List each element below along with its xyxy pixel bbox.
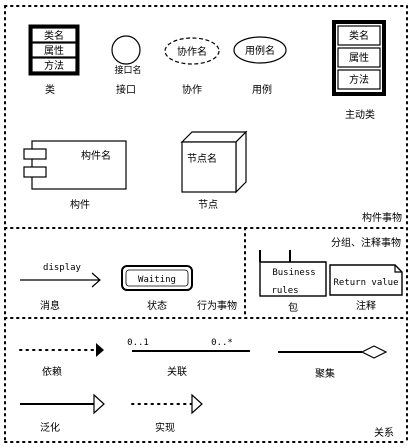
realization-caption: 实现 [155,421,175,434]
association-right-multiplicity: 0..* [211,338,233,348]
node-symbol: 节点名 节点 [180,130,248,211]
node-caption: 节点 [198,199,218,211]
association-caption: 关联 [167,365,187,378]
aggregation-diamond [360,345,388,359]
package-body [259,261,327,297]
generalization-caption: 泛化 [40,421,60,434]
active-class-symbol: 类名 属性 方法 主动类 [332,20,386,121]
component-tab-bottom [23,166,47,178]
component-name-text: 构件名 [81,149,111,162]
node-side-face [235,130,247,194]
aggregation-symbol: 聚集 [278,345,388,380]
message-symbol: display 消息 [20,263,101,312]
use-case-name-text: 用例名 [245,44,275,57]
state-rounded-rect [121,265,193,291]
state-name-text: Waiting [138,275,176,285]
association-left-multiplicity: 0..1 [127,338,149,348]
active-class-name-text: 类名 [349,29,369,42]
class-name-text: 类名 [44,29,64,42]
class-row-name [31,27,77,43]
use-case-caption: 用例 [252,83,272,96]
note-folded-corner [394,265,402,273]
note-caption: 注释 [356,299,376,312]
message-caption: 消息 [40,299,60,312]
class-row-attributes [31,42,77,58]
note-symbol: Return value 注释 [329,264,403,312]
grouping-section-title: 分组、注释事物 [331,236,401,249]
active-class-row-methods [337,69,381,90]
state-inner-outline [125,269,189,287]
note-body [329,264,403,296]
interface-circle [111,35,141,65]
active-class-attr-text: 属性 [349,51,369,64]
collaboration-caption: 协作 [182,83,202,96]
generalization-symbol: 泛化 [20,393,105,434]
state-symbol: Waiting 状态 [121,265,193,312]
class-symbol: 类名 属性 方法 类 [28,24,80,96]
class-method-text: 方法 [44,59,64,72]
component-tab-top [23,148,47,160]
realization-symbol: 实现 [131,393,203,434]
aggregation-caption: 聚集 [315,367,335,380]
interface-symbol: 接口名 接口 [111,35,142,96]
dependency-caption: 依赖 [42,365,62,378]
message-label: display [43,263,82,273]
package-text-line1: Business [272,268,315,278]
class-row-methods [31,57,77,73]
package-text-line2: rules [271,286,298,296]
relationships-section-title: 关系 [374,426,394,439]
collaboration-symbol: 协作名 协作 [164,37,220,96]
active-class-row-attributes [337,47,381,68]
collaboration-ellipse [164,37,220,65]
package-caption: 包 [288,301,298,314]
association-symbol: 0..1 0..* 关联 [127,338,250,378]
structural-section-title: 构件事物 [362,211,402,224]
dependency-symbol: 依赖 [19,343,104,378]
class-caption: 类 [45,83,55,96]
section-borders [4,5,408,443]
node-top-face [180,131,248,143]
generalization-hollow-arrowhead [93,393,105,415]
dependency-arrowhead [96,343,104,357]
state-caption: 状态 [147,299,167,312]
collaboration-name-text: 协作名 [177,45,207,58]
component-caption: 构件 [70,198,90,211]
interface-caption: 接口 [116,83,136,96]
realization-hollow-arrowhead [191,393,203,415]
behavioral-section-title: 行为事物 [197,299,237,312]
node-name-text: 节点名 [187,152,217,165]
note-text: Return value [333,278,398,288]
use-case-symbol: 用例名 用例 [233,36,287,96]
package-symbol: Business rules 包 [259,250,327,314]
message-arrowhead [91,272,101,288]
active-class-row-name [337,25,381,46]
interface-name-text: 接口名 [114,64,141,76]
active-class-caption: 主动类 [345,108,375,121]
node-front-face [181,141,237,193]
active-class-method-text: 方法 [349,73,369,86]
component-body [31,140,127,190]
component-symbol: 构件名 构件 [23,140,127,211]
class-attr-text: 属性 [44,44,64,57]
use-case-ellipse [233,36,287,64]
